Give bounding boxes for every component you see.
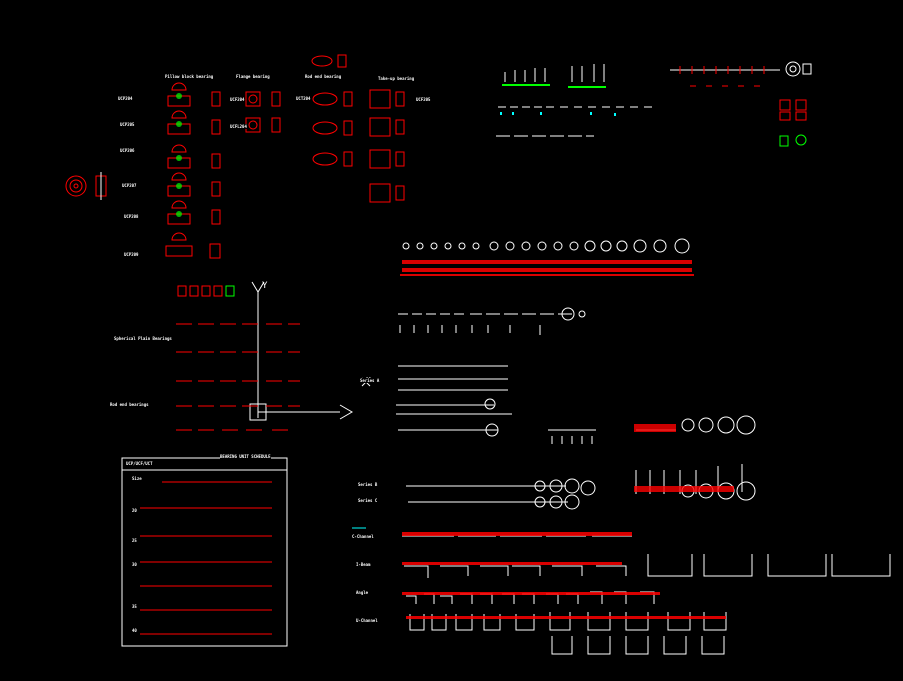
bearing-green-fills[interactable] (176, 93, 182, 217)
profile-angle: Angle (356, 590, 369, 595)
gear-circle-row[interactable] (402, 238, 690, 254)
fastener-color-marks[interactable] (500, 84, 616, 116)
label-flange-bearing: Flange bearing (236, 74, 270, 79)
spherical-caption: Spherical Plain Bearings (114, 336, 172, 341)
label-pillow-block: Pillow block bearing (165, 74, 214, 79)
eye-bolt-red[interactable] (634, 424, 734, 492)
profile-i-beam: I-Beam (356, 562, 371, 567)
code-uct204: UCT204 (296, 96, 311, 101)
section-c: Series C (358, 498, 378, 503)
code-ucp209: UCP209 (124, 252, 139, 257)
code-ucp204: UCP204 (118, 96, 133, 101)
code-ucp205: UCP205 (120, 122, 135, 127)
code-ucf204: UCF204 (230, 97, 245, 102)
code-ucfl204: UCFL204 (230, 124, 247, 129)
rod-caption: Rod end bearings (110, 402, 149, 407)
top-right-assembly[interactable] (670, 61, 812, 147)
table-title: UCP/UCF/UCT (126, 461, 153, 466)
left-parts-grid[interactable] (176, 285, 300, 431)
profile-c-channel: C-Channel (352, 534, 374, 539)
fastener-row-top[interactable] (496, 64, 652, 137)
bearing-block-group[interactable] (165, 54, 405, 259)
code-ucp208: UCP208 (124, 214, 139, 219)
table-row-40: 40 (132, 628, 137, 633)
code-ucf205: UCF205 (416, 97, 431, 102)
schedule-table[interactable] (121, 457, 288, 647)
label-rod-end: Rod end bearing (305, 74, 342, 79)
table-row-30: 30 (132, 562, 137, 567)
structural-red-fill[interactable] (402, 532, 726, 619)
section-a: Series A (360, 378, 380, 383)
coupling-row[interactable] (398, 307, 586, 335)
profile-u-channel: U-Channel (356, 618, 378, 623)
code-ucp207: UCP207 (122, 183, 137, 188)
gear-red-blocks[interactable] (400, 260, 694, 276)
left-flange-part[interactable] (65, 172, 107, 200)
table-row-35: 35 (132, 604, 137, 609)
table-row-size: Size (132, 476, 142, 481)
flange-row-group[interactable] (406, 478, 596, 510)
table-subtitle: BEARING UNIT SCHEDULE (220, 454, 271, 459)
ucs-y-label: Y (262, 281, 268, 291)
section-b: Series B (358, 482, 378, 487)
ucs-icon[interactable] (249, 281, 371, 421)
small-parts-block[interactable] (396, 365, 596, 444)
code-ucp206: UCP206 (120, 148, 135, 153)
label-take-up: Take-up bearing (378, 76, 415, 81)
table-row-25: 25 (132, 538, 137, 543)
table-row-20: 20 (132, 508, 137, 513)
